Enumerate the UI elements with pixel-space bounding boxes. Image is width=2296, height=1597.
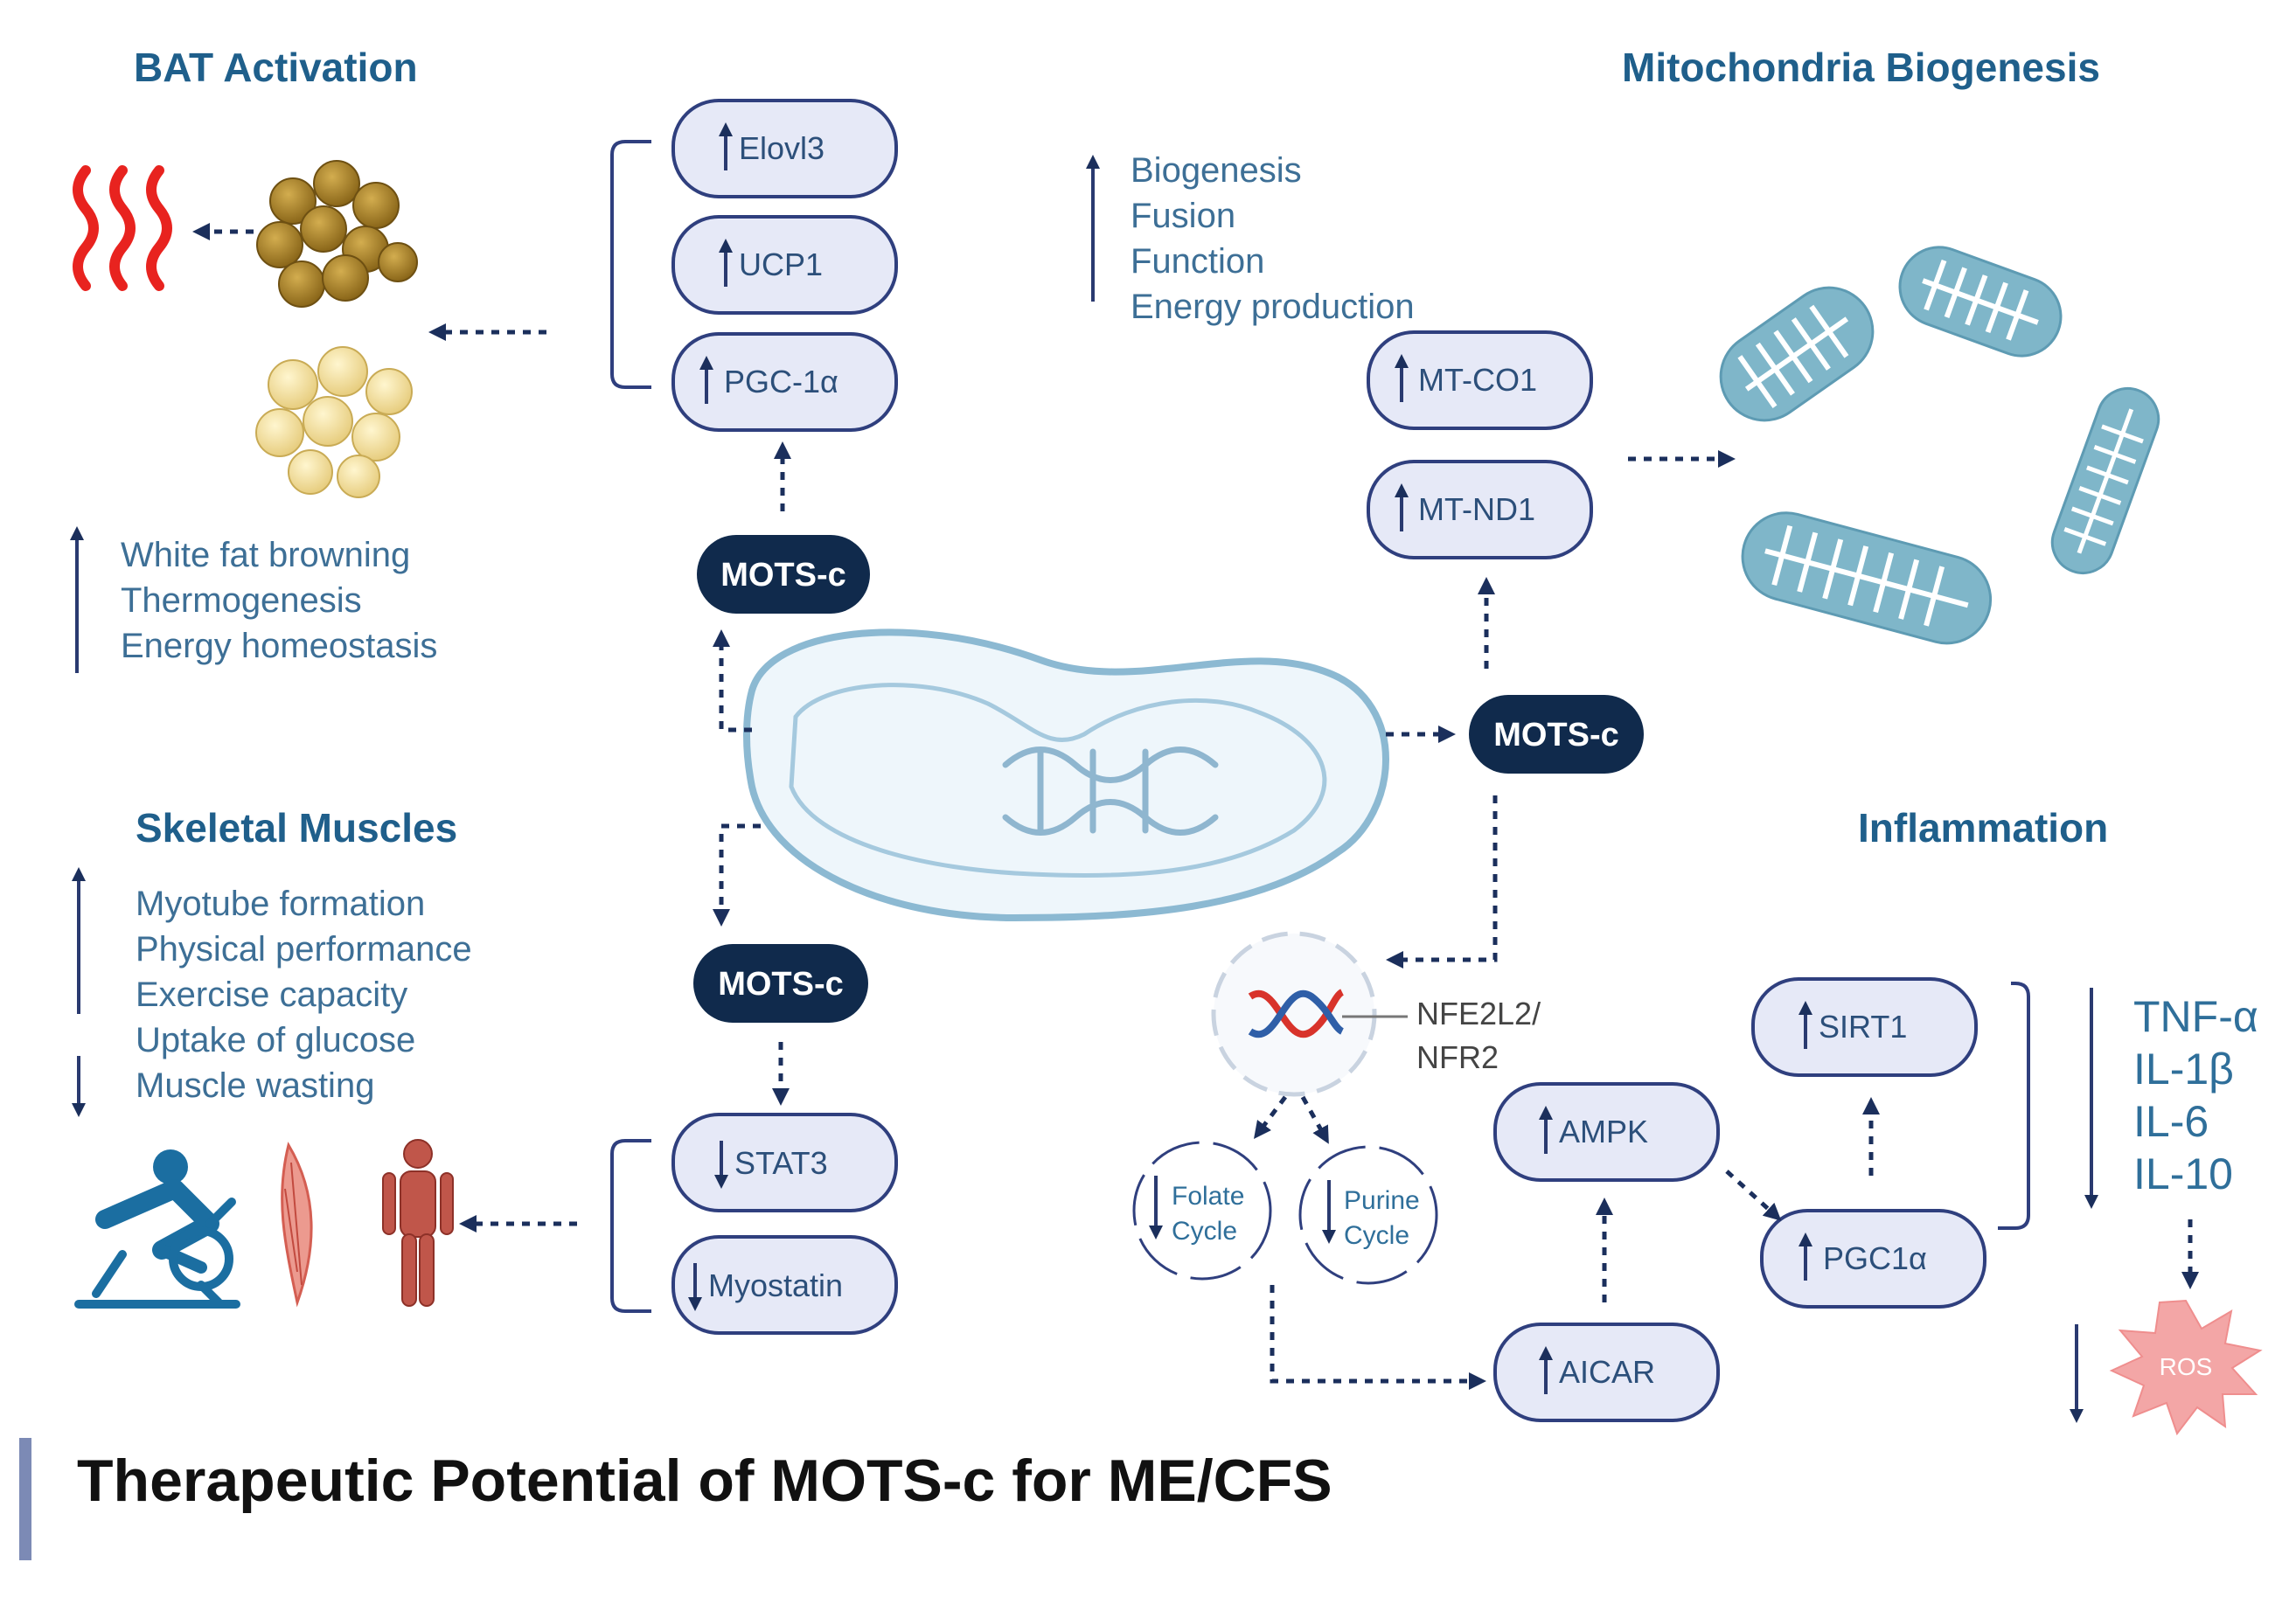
heat-waves-icon (73, 165, 172, 291)
bat-effect: Energy homeostasis (121, 627, 437, 665)
purine-cycle-label: Purine (1344, 1186, 1420, 1215)
arrow-ampk-to-pgc1a (1725, 1170, 1782, 1221)
mitochondria-cluster-icon (1719, 246, 2160, 645)
heading-mitochondria-biogenesis: Mitochondria Biogenesis (1622, 45, 2100, 90)
footer-accent-bar (19, 1438, 31, 1560)
pill-mt-co1: MT-CO1 (1367, 330, 1593, 430)
inflammation-markers-bracket (1998, 982, 2030, 1230)
bat-effect: White fat browning (121, 536, 410, 574)
brown-fat-cells-icon (256, 160, 418, 308)
arrow-mito-to-mots-bottom (713, 823, 761, 927)
purine-cycle-icon: Purine Cycle (1298, 1145, 1438, 1285)
arrow-mots-to-nfe2l2 (1386, 795, 1498, 969)
skeletal-markers-bracket (610, 1139, 651, 1313)
mots-c-badge-bottom: MOTS-c (693, 944, 868, 1023)
heading-skeletal-muscles: Skeletal Muscles (136, 805, 457, 851)
exercise-bike-icon (74, 1149, 240, 1309)
white-fat-cells-icon (255, 346, 413, 498)
skeletal-effect-up: Uptake of glucose (136, 1021, 415, 1059)
cytokine-label: TNF-α (2133, 992, 2258, 1041)
pill-pgc-1a: PGC-1α (671, 332, 898, 432)
cytokine-label: IL-10 (2133, 1149, 2233, 1198)
mots-c-badge-right: MOTS-c (1469, 695, 1644, 774)
skeletal-effect-up: Physical performance (136, 930, 472, 969)
diagram-title: Therapeutic Potential of MOTS-c for ME/C… (77, 1448, 1332, 1514)
folate-cycle-label: Folate (1172, 1182, 1244, 1211)
bat-markers-bracket (610, 140, 651, 389)
skeletal-effect-up: Exercise capacity (136, 976, 407, 1014)
dna-nucleus-icon (1211, 931, 1377, 1097)
cytokine-label: IL-6 (2133, 1097, 2209, 1146)
folate-cycle-icon: Folate Cycle (1132, 1141, 1272, 1281)
mito-effect: Function (1131, 242, 1264, 281)
pill-myostatin: Myostatin (671, 1235, 898, 1335)
human-muscle-body-icon (382, 1139, 454, 1307)
muscle-fiber-icon (281, 1142, 313, 1308)
heading-inflammation: Inflammation (1858, 805, 2108, 851)
nfe2l2-label: NFR2 (1416, 1039, 1499, 1075)
pill-pgc1a: PGC1α (1760, 1209, 1986, 1309)
pill-label: PGC-1α (724, 364, 838, 399)
pill-mt-nd1: MT-ND1 (1367, 460, 1593, 559)
pill-label: AICAR (1559, 1354, 1655, 1390)
mots-c-label: MOTS-c (720, 557, 846, 594)
pill-aicar: AICAR (1493, 1323, 1720, 1422)
pill-label: UCP1 (739, 246, 823, 282)
arrow-nucleus-to-folate (1254, 1095, 1287, 1139)
mots-c-label: MOTS-c (1493, 717, 1619, 753)
skeletal-effect-down: Muscle wasting (136, 1066, 374, 1105)
mito-effect: Energy production (1131, 288, 1415, 326)
ros-label: ROS (2160, 1353, 2213, 1380)
mots-c-badge-top: MOTS-c (697, 535, 870, 614)
cytokine-label: IL-1β (2133, 1045, 2234, 1094)
skeletal-effect-up: Myotube formation (136, 885, 425, 923)
pill-ampk: AMPK (1493, 1082, 1720, 1182)
pill-label: Myostatin (708, 1267, 843, 1303)
mito-effect: Biogenesis (1131, 151, 1302, 190)
arrow-cycles-to-aicar (1270, 1285, 1486, 1390)
pill-label: MT-ND1 (1418, 491, 1535, 527)
pill-label: SIRT1 (1819, 1009, 1907, 1045)
pill-label: PGC1α (1823, 1240, 1927, 1276)
pill-ucp1: UCP1 (671, 215, 898, 315)
bat-effect: Thermogenesis (121, 581, 362, 620)
ros-burst-icon: ROS (2109, 1299, 2263, 1436)
mito-effect: Fusion (1131, 197, 1235, 235)
arrow-nucleus-to-purine (1300, 1095, 1329, 1144)
mitochondrion-icon (743, 628, 1389, 922)
pill-stat3: STAT3 (671, 1113, 898, 1212)
pill-label: MT-CO1 (1418, 362, 1537, 398)
pill-label: STAT3 (734, 1145, 828, 1181)
pill-sirt1: SIRT1 (1751, 977, 1978, 1077)
pill-label: AMPK (1559, 1114, 1648, 1149)
folate-cycle-label: Cycle (1172, 1217, 1237, 1246)
nfe2l2-label: NFE2L2/ (1416, 996, 1541, 1031)
pill-elovl3: Elovl3 (671, 99, 898, 198)
purine-cycle-label: Cycle (1344, 1221, 1409, 1250)
pill-label: Elovl3 (739, 130, 824, 166)
mots-c-label: MOTS-c (718, 966, 844, 1003)
heading-bat-activation: BAT Activation (134, 45, 418, 90)
